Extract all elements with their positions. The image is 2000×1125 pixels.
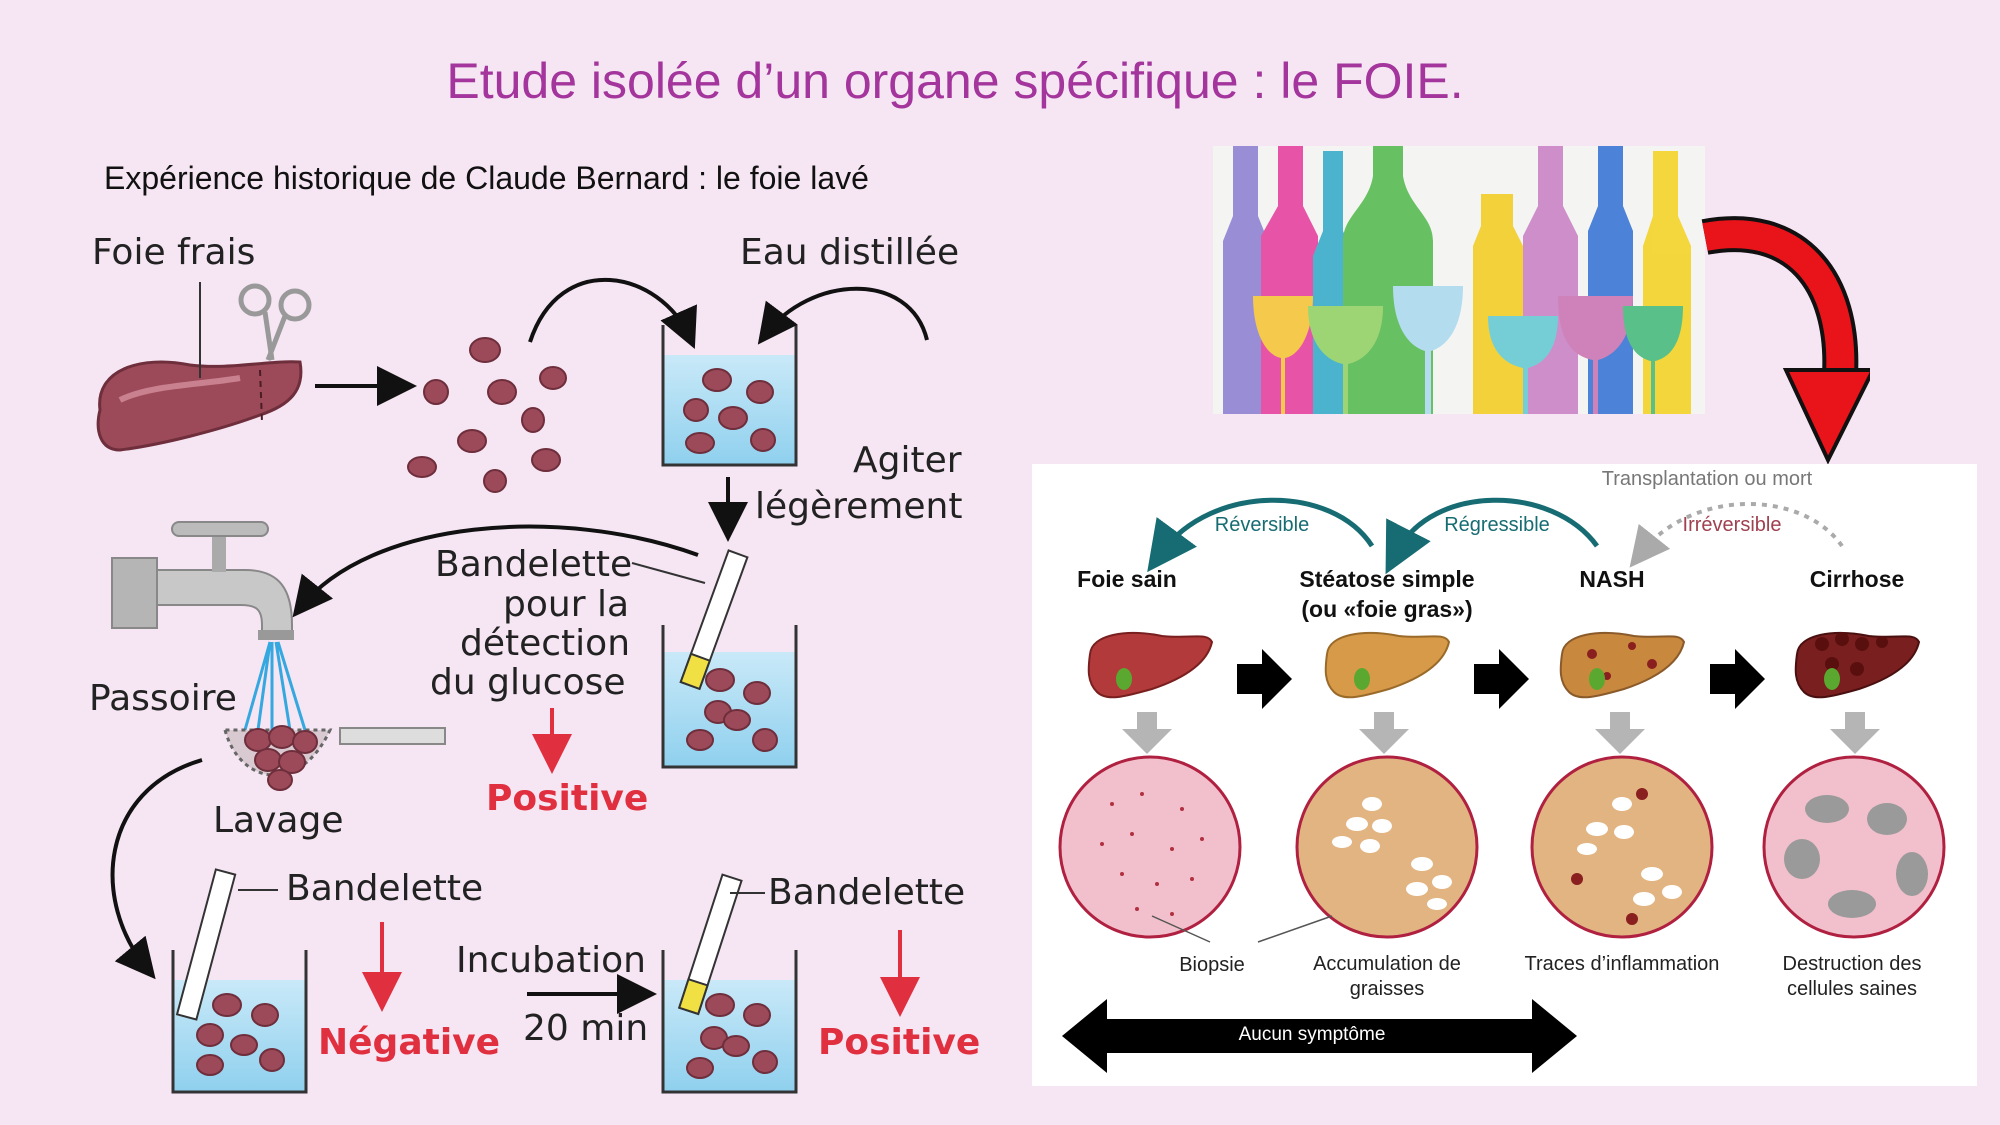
experiment-drawing: [96, 277, 929, 1094]
tissue-cirrhosis-icon: [1762, 755, 1946, 939]
tap-icon: [111, 521, 294, 640]
liver-steatosis-icon: [1324, 632, 1451, 699]
label-incubation: Incubation: [456, 940, 646, 981]
liver-cirrhosis-icon: [1794, 632, 1921, 699]
beaker-2: [661, 549, 798, 769]
double-arrow: [1062, 999, 1577, 1073]
stage-steatose-sub: (ou «foie gras»): [1301, 596, 1473, 622]
strip-arrow: [292, 524, 699, 618]
red-curved-arrow-icon: [1701, 216, 1870, 465]
liver-disease-diagram: Transplantation ou mort Réversible Régre…: [1032, 464, 1977, 1086]
slide-title: Etude isolée d’un organe spécifique : le…: [446, 53, 1464, 109]
pour-arrow-2: [757, 286, 929, 345]
caption-graisses: graisses: [1349, 978, 1425, 1000]
label-eau-distillee: Eau distillée: [740, 232, 960, 273]
beaker-3: [171, 868, 308, 1094]
caption-biopsie: Biopsie: [1179, 954, 1245, 976]
label-positive-1: Positive: [486, 778, 649, 819]
caption-inflammation: Traces d’inflammation: [1524, 953, 1720, 975]
stage-cirrhose: Cirrhose: [1809, 566, 1905, 592]
colander-icon: [223, 725, 446, 791]
liver-healthy-icon: [1087, 632, 1214, 699]
experiment-subtitle: Expérience historique de Claude Bernard …: [104, 160, 869, 196]
stage-foie-sain: Foie sain: [1077, 566, 1177, 592]
label-line: [631, 562, 706, 584]
label-pour-la: pour la: [503, 584, 629, 625]
label-regressible: Régressible: [1444, 514, 1550, 536]
caption-destruction: Destruction des: [1782, 953, 1922, 975]
label-bandelette-1: Bandelette: [435, 544, 633, 585]
label-duration: 20 min: [523, 1008, 649, 1049]
label-transplant: Transplantation ou mort: [1601, 468, 1813, 490]
label-legerement: légèrement: [755, 486, 963, 527]
label-aucun-symptome: Aucun symptôme: [1238, 1024, 1386, 1045]
caption-accumulation: Accumulation de: [1313, 953, 1461, 975]
alcohol-bottles-image: [1213, 146, 1705, 414]
liver-icon: [96, 360, 303, 452]
label-lavage: Lavage: [213, 800, 344, 841]
label-foie-frais: Foie frais: [92, 232, 256, 273]
label-bandelette-3: Bandelette: [768, 872, 966, 913]
tissue-steatosis-icon: [1295, 755, 1479, 939]
label-negative: Négative: [318, 1022, 501, 1063]
stage-nash: NASH: [1579, 566, 1645, 592]
liver-nash-icon: [1559, 632, 1686, 699]
stage-steatose: Stéatose simple: [1299, 566, 1475, 592]
wash-arrow: [110, 758, 203, 980]
scissors-icon: [238, 283, 312, 361]
label-bandelette-2: Bandelette: [286, 868, 484, 909]
water-stream: [243, 641, 307, 731]
caption-cellules: cellules saines: [1786, 978, 1918, 1000]
liver-pieces-icon: [407, 337, 567, 493]
label-positive-2: Positive: [818, 1022, 981, 1063]
pour-arrow-1: [528, 277, 697, 349]
label-reversible: Réversible: [1214, 514, 1310, 536]
label-detection: détection: [460, 623, 631, 664]
label-irreversible: Irréversible: [1682, 514, 1782, 536]
beaker-4: [661, 873, 798, 1094]
beaker-1: [661, 325, 798, 467]
label-du-glucose: du glucose: [430, 662, 626, 703]
tissue-healthy-icon: [1058, 755, 1242, 939]
tissue-nash-icon: [1530, 755, 1714, 939]
label-agiter: Agiter: [853, 440, 962, 481]
label-passoire: Passoire: [89, 678, 237, 719]
